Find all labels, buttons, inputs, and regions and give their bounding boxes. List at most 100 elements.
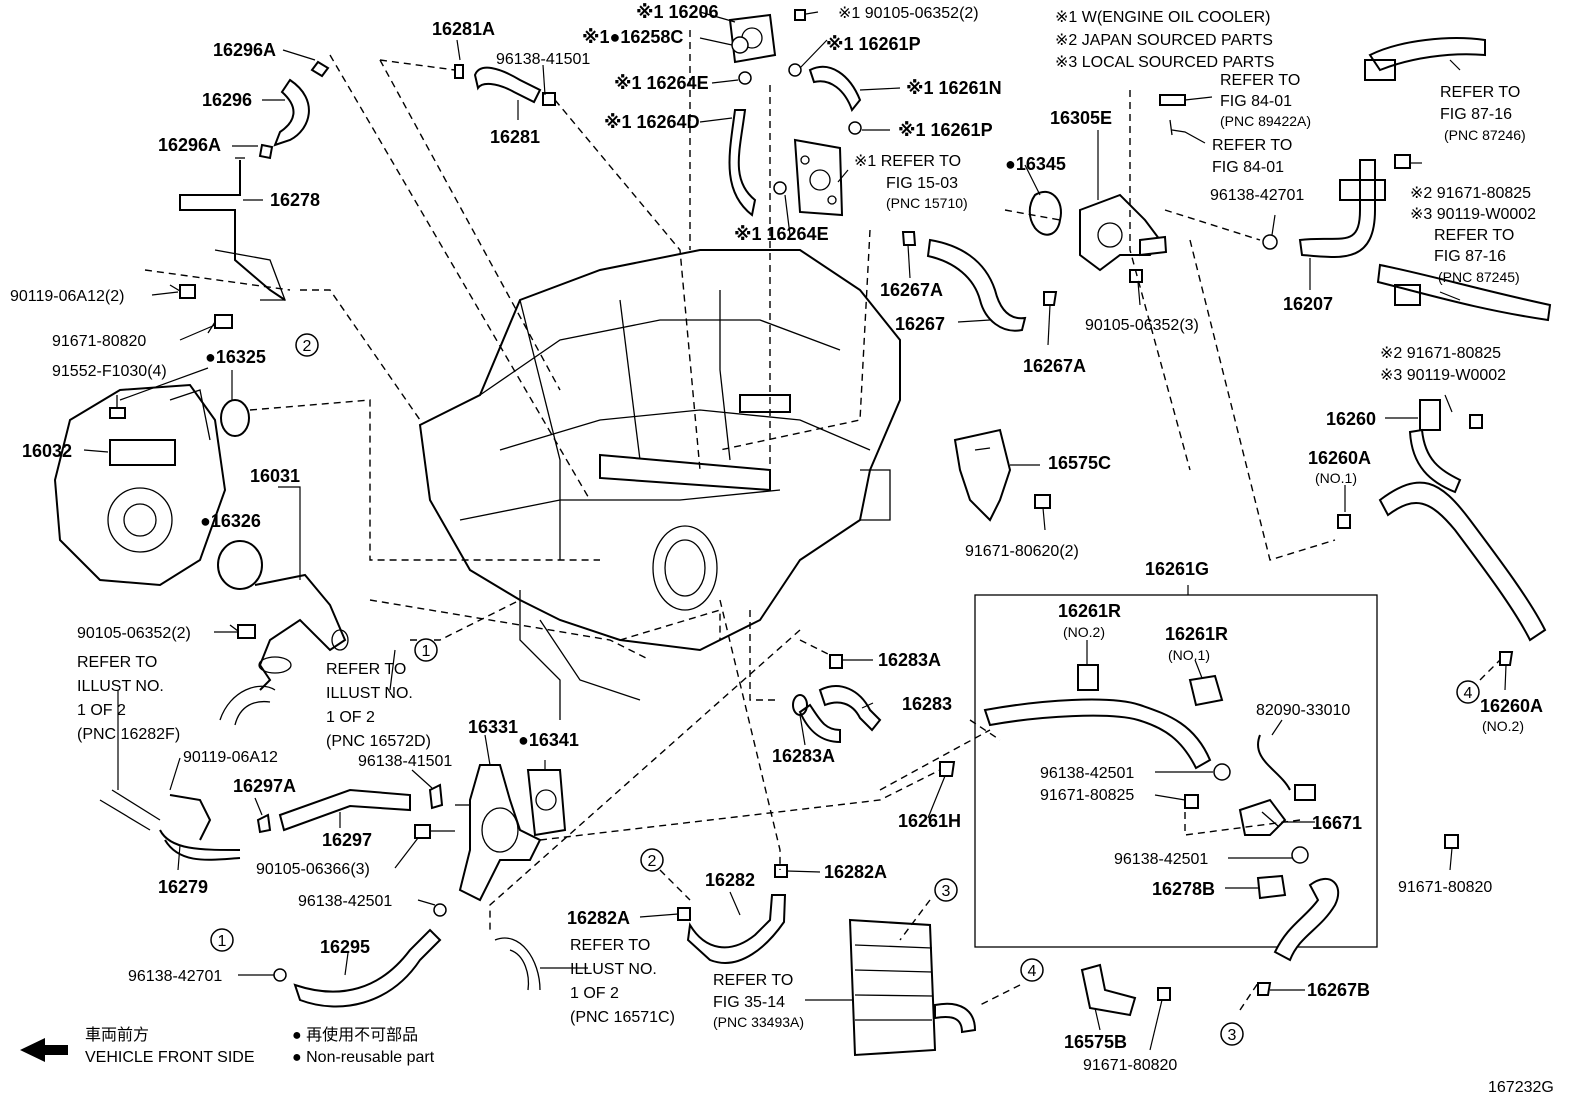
water-pump-16032 [53,383,227,587]
label-16264E-b: ※1 16264E [734,224,829,244]
clamp-16261H [939,761,956,777]
label-16207: 16207 [1283,294,1333,314]
refer-left-line4: (PNC 16282F) [77,726,180,743]
label-16297A: 16297A [233,776,296,796]
label-16261H: 16261H [898,811,961,831]
circle-marker-3b: 3 [1220,1022,1244,1046]
circle-marker-1a: 1 [414,638,438,662]
label-90119-W0002-a: ※3 90119-W0002 [1410,206,1536,223]
svg-text:4: 4 [1464,685,1473,702]
refer-8716a-line3: (PNC 87246) [1444,127,1526,143]
refer-8716b-line3: (PNC 87245) [1438,269,1520,285]
labels-lower-right: 16261G 16261R (NO.2) 16261R (NO.1) 82090… [1040,559,1492,1074]
circle-marker-2b: 2 [640,848,664,872]
hose-16297 [278,788,411,832]
label-90119-06A12-2: 90119-06A12(2) [10,288,124,305]
label-16260A-no2: 16260A [1480,696,1543,716]
circle-marker-1b: 1 [210,928,234,952]
sensor-82090-33010 [1257,734,1316,801]
label-16261G: 16261G [1145,559,1209,579]
refer-8401a-line2: FIG 84-01 [1220,93,1292,110]
label-16267: 16267 [895,314,945,334]
refer-8716a-line2: FIG 87-16 [1440,106,1512,123]
engine-block [418,249,901,720]
label-16281A: 16281A [432,19,495,39]
refer-mid-line1: REFER TO [326,661,406,678]
label-16267A-a: 16267A [880,280,943,300]
refer-bot-line4: (PNC 16571C) [570,1009,675,1026]
refer-8401a-line1: REFER TO [1220,72,1300,89]
hose-lower-right [1273,878,1340,962]
svg-text:1: 1 [218,933,227,950]
clamp-96138-42501-a [1213,763,1231,781]
label-16031: 16031 [250,466,300,486]
note-engine-oil-cooler: ※1 W(ENGINE OIL COOLER) [1055,9,1271,26]
clamp-96138-42501-c [433,903,447,917]
clamp-16264E-b [773,181,787,195]
label-91671-80820-b: 91671-80820 [1398,879,1492,896]
label-96138-42701-a: 96138-42701 [1210,187,1304,204]
label-16283: 16283 [902,694,952,714]
label-96138-42501-b: 96138-42501 [1114,851,1208,868]
circle-marker-2a: 2 [295,333,319,357]
hose-16261N [808,65,862,113]
circle-marker-4b: 4 [1456,680,1480,704]
oil-cooler-bracket-15710 [793,138,844,217]
bolt-91671-80620 [1034,494,1051,509]
hose-16267 [901,231,1058,332]
label-91671-80825-c: 91671-80825 [1040,787,1134,804]
labels-top-center: 16281A 96138-41501 16281 ※1 16206 ※1●162… [432,2,1002,244]
label-96138-42701-b: 96138-42701 [128,968,222,985]
label-90105-06366-3: 90105-06366(3) [256,861,370,878]
gasket-16258C [731,36,749,54]
nonreusable-en: ● Non-reusable part [292,1049,435,1066]
refer-mid-line3: 1 OF 2 [326,709,375,726]
hose-16207 [1262,159,1386,258]
label-82090-33010: 82090-33010 [1256,702,1350,719]
labels-lower-center: 16283A 16283 16283A 16261H 16282 16282A … [567,650,961,1030]
refer-3514-line1: REFER TO [713,972,793,989]
label-16341: ●16341 [518,730,579,750]
label-16206: ※1 16206 [636,2,719,22]
clamp-96138-41501-b [428,783,444,810]
clamp-16260A-no1 [1337,514,1351,529]
leader-lines [83,11,1507,1051]
svg-text:3: 3 [942,883,951,900]
svg-text:2: 2 [303,338,312,355]
label-16264E-a: ※1 16264E [614,73,709,93]
label-16261P-a: ※1 16261P [826,34,921,54]
label-91671-80820-a: 91671-80820 [52,333,146,350]
label-16260A-no1-sub: (NO.1) [1315,470,1357,486]
label-16267A-b: 16267A [1023,356,1086,376]
refer-8716b-line1: REFER TO [1434,227,1514,244]
labels-top-right: 16305E ●16345 16267A 16267 16267A 90105-… [880,72,1543,734]
label-16296A-top: 16296A [213,40,276,60]
front-side-en: VEHICLE FRONT SIDE [85,1049,255,1066]
label-16261R-no1: 16261R [1165,624,1228,644]
label-16331: 16331 [468,717,518,737]
label-91671-80825-b: ※2 91671-80825 [1380,345,1501,362]
label-16282: 16282 [705,870,755,890]
pipe-16261G [983,698,1212,770]
label-16261P-b: ※1 16261P [898,120,993,140]
bolt-91671-80825-a [1394,154,1411,169]
refer-8716a-line1: REFER TO [1440,84,1520,101]
label-16260A-no2-sub: (NO.2) [1482,718,1524,734]
label-16281: 16281 [490,127,540,147]
bolt-90105-06366 [414,824,455,839]
label-91671-80620-2: 91671-80620(2) [965,543,1079,560]
hose-16260 [1378,399,1547,642]
label-16032: 16032 [22,441,72,461]
label-96138-41501-b: 96138-41501 [358,753,452,770]
kit-box-16261G [974,594,1378,948]
clip-16261R-no1 [1188,674,1224,707]
hose-16283 [792,654,882,744]
label-90105-06352-3: 90105-06352(3) [1085,317,1199,334]
bolt-91671-80820-b [1444,834,1459,849]
label-16326: ●16326 [200,511,261,531]
label-16305E: 16305E [1050,108,1112,128]
bolts-left [169,284,233,334]
label-16325: ●16325 [205,347,266,367]
svg-text:2: 2 [648,853,657,870]
